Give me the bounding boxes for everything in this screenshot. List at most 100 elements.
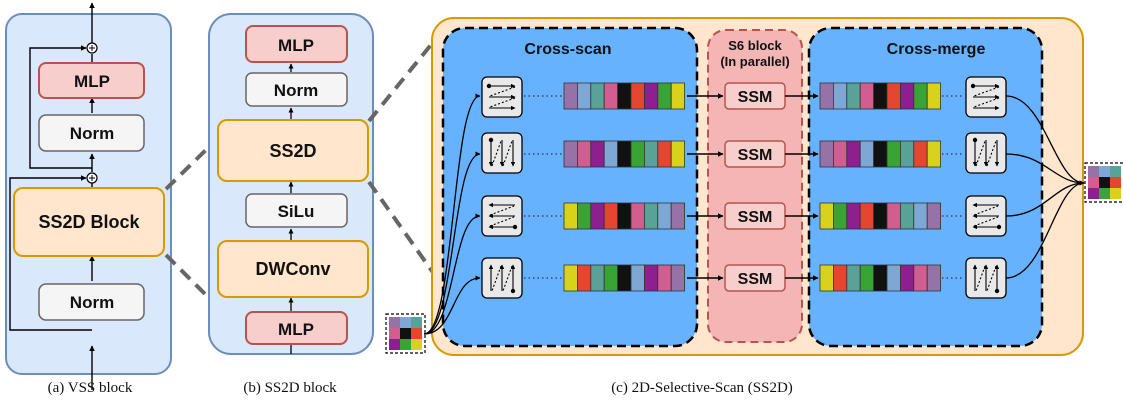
vss-block-panel: MLP Norm SS2D Block Norm bbox=[5, 2, 172, 390]
sequence-token bbox=[926, 82, 942, 110]
sequence-token bbox=[590, 140, 605, 168]
add-operator-bottom bbox=[86, 172, 98, 184]
scan-row-4: SSM bbox=[423, 180, 1085, 335]
merge-reverse-horizontal-scan-icon bbox=[965, 195, 1007, 237]
sequence-token bbox=[590, 82, 605, 110]
merge-sequence-1 bbox=[819, 82, 942, 110]
merge-sequence-2 bbox=[819, 140, 942, 168]
sequence-token bbox=[630, 264, 645, 292]
ssm-label-2: SSM bbox=[738, 147, 773, 164]
sequence-token bbox=[900, 202, 915, 230]
sequence-token bbox=[617, 82, 632, 110]
vss-norm-bottom-label: Norm bbox=[70, 293, 114, 312]
sequence-token bbox=[833, 82, 848, 110]
grid-cell bbox=[1099, 177, 1110, 188]
sequence-token bbox=[873, 140, 888, 168]
grid-cell bbox=[389, 317, 400, 328]
grid-cell bbox=[411, 328, 422, 339]
grid-cell bbox=[400, 317, 411, 328]
sequence-token bbox=[859, 140, 875, 168]
sequence-token bbox=[886, 140, 901, 168]
grid-cell bbox=[389, 328, 400, 339]
ss2d-mlp-top-label: MLP bbox=[278, 36, 314, 55]
sequence-token bbox=[630, 82, 645, 110]
merge-connector-1 bbox=[1005, 95, 1085, 186]
sequence-token bbox=[670, 140, 686, 168]
ss2d-silu-label: SiLu bbox=[278, 202, 315, 221]
grid-cell bbox=[389, 339, 400, 350]
ss2d-mlp-bottom-label: MLP bbox=[278, 320, 314, 339]
sequence-token bbox=[617, 140, 632, 168]
sequence-token bbox=[657, 202, 672, 230]
grid-cell bbox=[411, 317, 422, 328]
s6-block-region bbox=[707, 29, 803, 343]
grid-cell bbox=[400, 339, 411, 350]
sequence-token bbox=[603, 202, 619, 230]
sequence-token bbox=[926, 202, 942, 230]
scan-connector-4 bbox=[423, 275, 481, 335]
sequence-token bbox=[819, 140, 834, 168]
sequence-token bbox=[819, 264, 834, 292]
sequence-token bbox=[833, 264, 848, 292]
ss2d-caption: (b) SS2D block bbox=[243, 380, 337, 396]
scan-row-2: SSM bbox=[423, 132, 1085, 335]
sequence-token bbox=[833, 202, 848, 230]
merge-horizontal-scan-icon bbox=[965, 76, 1007, 118]
selective-scan-panel: Cross-scan S6 block (In parallel) Cross-… bbox=[423, 17, 1085, 356]
sequence-token bbox=[577, 202, 592, 230]
add-operator-top bbox=[86, 42, 98, 54]
vss-mlp-label: MLP bbox=[74, 72, 110, 91]
sequence-token bbox=[644, 140, 659, 168]
cross-scan-title: Cross-scan bbox=[524, 41, 611, 58]
merge-connector-3 bbox=[1005, 180, 1085, 217]
sequence-token bbox=[563, 140, 578, 168]
cross-merge-region bbox=[807, 26, 1044, 348]
sequence-token bbox=[846, 202, 861, 230]
vertical-scan-icon bbox=[481, 132, 523, 174]
sequence-token bbox=[859, 202, 875, 230]
sequence-token bbox=[913, 82, 928, 110]
sequence-token bbox=[630, 202, 645, 230]
sequence-token bbox=[819, 202, 834, 230]
sequence-token bbox=[926, 264, 942, 292]
vss-caption: (a) VSS block bbox=[48, 380, 133, 396]
scan-row-3: SSM bbox=[423, 180, 1085, 335]
s6-block-subtitle: (In parallel) bbox=[720, 54, 789, 69]
sequence-token bbox=[617, 264, 632, 292]
sequence-token bbox=[900, 140, 915, 168]
sequence-token bbox=[873, 82, 888, 110]
grid-cell bbox=[1110, 177, 1121, 188]
scan-connector-3 bbox=[423, 213, 481, 335]
sequence-token bbox=[617, 202, 632, 230]
vss-ss2d-block-label: SS2D Block bbox=[38, 212, 140, 232]
ss2d-dwconv-label: DWConv bbox=[256, 259, 331, 279]
s6-block-title: S6 block bbox=[728, 38, 782, 53]
sequence-token bbox=[873, 264, 888, 292]
sequence-token bbox=[873, 202, 888, 230]
sequence-token bbox=[577, 82, 592, 110]
scan-connector-2 bbox=[423, 151, 481, 335]
sequence-token bbox=[670, 202, 686, 230]
cross-scan-region bbox=[441, 26, 699, 348]
grid-cell bbox=[1099, 166, 1110, 177]
grid-cell bbox=[1088, 177, 1099, 188]
sequence-token bbox=[670, 82, 686, 110]
output-image-grid bbox=[1084, 162, 1123, 203]
ss2d-block-panel: MLP Norm SS2D SiLu DWConv MLP bbox=[208, 13, 374, 355]
ssm-label-1: SSM bbox=[738, 89, 773, 106]
sequence-token bbox=[926, 140, 942, 168]
scan-row-1: SSM bbox=[423, 76, 1085, 335]
sequence-token bbox=[657, 82, 672, 110]
ss2d-mlp-bottom-box bbox=[245, 311, 348, 345]
zoom-connector-a-bottom bbox=[164, 253, 215, 304]
output-grid-cells bbox=[1084, 162, 1123, 203]
ssm-label-3: SSM bbox=[738, 209, 773, 226]
ss2d-ss2d-box bbox=[217, 119, 369, 182]
sequence-token bbox=[913, 264, 928, 292]
grid-cell bbox=[1099, 188, 1110, 199]
reverse-horizontal-scan-icon bbox=[481, 195, 523, 237]
vss-mlp-box bbox=[38, 62, 145, 99]
sequence-token bbox=[846, 264, 861, 292]
input-grid-cells bbox=[385, 313, 426, 354]
